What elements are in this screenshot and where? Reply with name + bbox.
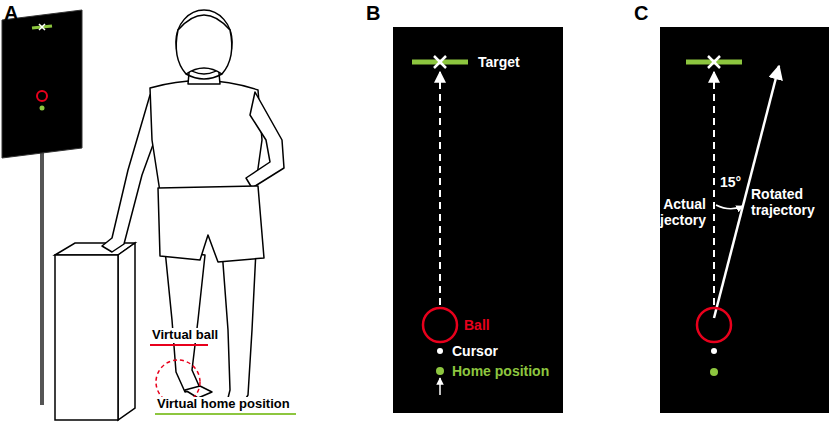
task-screen (434, 56, 446, 68)
task-screen (708, 56, 720, 68)
callout-label: Virtual ball (150, 328, 220, 343)
task-screen (437, 348, 443, 354)
task-screen (716, 205, 743, 209)
task-screen (423, 308, 457, 342)
participant-figure (176, 10, 232, 74)
task-screen (708, 56, 720, 68)
display-pole (40, 150, 44, 405)
pedestal-box (118, 243, 135, 420)
participant-figure (176, 15, 232, 74)
display-screen (40, 106, 45, 111)
panel-letter: C (634, 2, 648, 25)
task-screen (713, 72, 715, 305)
task-screen (439, 378, 441, 395)
panel-letter: B (366, 2, 380, 25)
display-pole (42, 150, 43, 405)
pedestal-box (55, 255, 118, 420)
screen-label: Cursor (452, 343, 498, 359)
label-underline (150, 345, 296, 414)
participant-figure (150, 80, 262, 192)
pedestal-box (55, 243, 135, 420)
panel-letter: A (4, 2, 18, 25)
display-screen (39, 24, 45, 30)
participant-figure (186, 74, 222, 79)
screen-label: Home position (452, 363, 549, 379)
task-screen (436, 367, 444, 375)
task-screen (393, 27, 563, 413)
label-underline (150, 344, 208, 346)
participant-figure (165, 250, 205, 392)
task-screen (711, 348, 717, 354)
trajectory-label: Rotated trajectory (751, 186, 825, 218)
task-screen (439, 72, 441, 305)
display-screen (37, 91, 47, 101)
participant-figure (102, 10, 284, 408)
participant-figure (246, 92, 284, 188)
task-screen (697, 308, 731, 342)
task-screen (393, 27, 563, 413)
task-screen (434, 56, 446, 68)
angle-label: 15° (720, 174, 741, 190)
display-screen (39, 24, 45, 30)
display-screen (2, 10, 82, 158)
participant-figure (222, 250, 256, 408)
trajectory-label: Actual trajectory (626, 196, 706, 228)
participant-figure (158, 186, 264, 262)
screen-label: Target (478, 54, 520, 70)
screen-label: Ball (464, 317, 490, 333)
callout-label: Virtual home position (155, 397, 292, 412)
display-screen (2, 10, 82, 158)
label-underline (155, 413, 296, 415)
task-screen (710, 368, 718, 376)
